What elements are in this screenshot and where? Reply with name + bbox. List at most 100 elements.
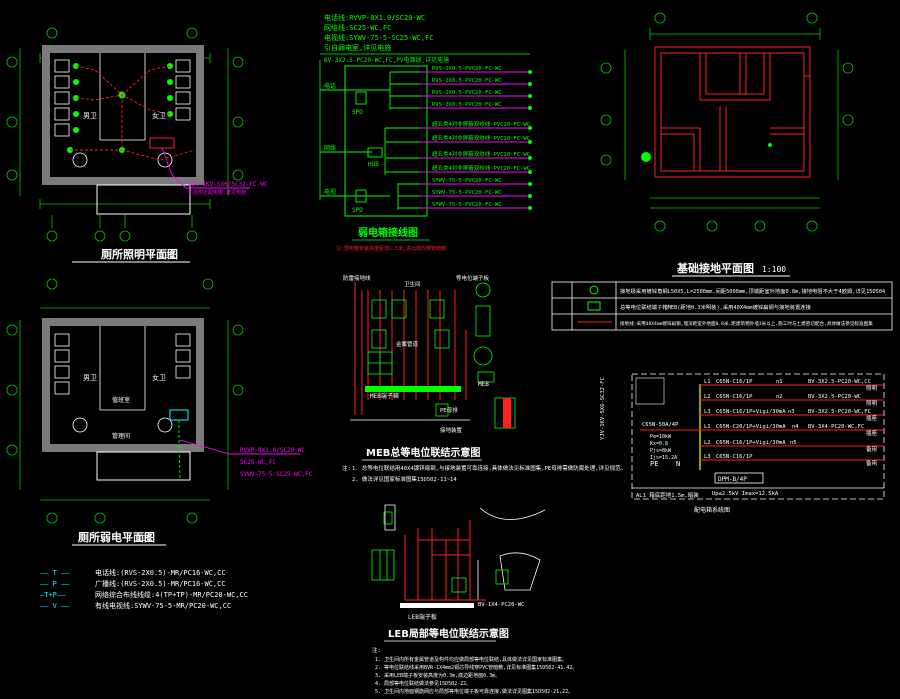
legend-sym-2: —— P —— — [40, 580, 70, 588]
net-line-3: 超五类4对非屏蔽双绞线-PVC20-FC-WC — [432, 150, 530, 158]
dist-feed-vertical: YJV-1KV-5X6-SC32-FC — [600, 377, 606, 440]
title-toilet-lighting-scale: 1:100 — [150, 251, 174, 260]
net-line-1: 超五类4对非屏蔽双绞线-PVC20-FC-WC — [432, 120, 530, 128]
dist-row-2-load: 照明 — [866, 400, 878, 407]
dist-spd-sub: Up≤2.5kV Imax=12.5kA — [712, 491, 779, 497]
toilet-lighting-plan: YJV-1KV-5X6/SC32-FC-WC 引自附近配电箱,详见电施 男卫 女… — [6, 27, 268, 263]
meb-label-terminal: 等电位端子板 — [456, 274, 490, 282]
meb-label-pe: PE母排 — [440, 406, 458, 414]
legend-sym-1: —— T —— — [40, 569, 70, 577]
dist-row-4-breaker: C65N-C20/1P+Vigi/30mA — [716, 424, 786, 430]
dist-row-4-cable: BV-3X4-PC20-WC,FC — [808, 424, 864, 430]
leb-note-2: 2. 等电位联结线采用BVR-1X4mm2铜芯导线穿PVC管暗敷,详见标准图集1… — [375, 664, 577, 671]
dist-spd: DPM-B/4P — [718, 476, 747, 483]
dist-row-1-load: 照明 — [866, 385, 878, 392]
dist-row-1-cable: BV-3X2.5-PC20-WC,CC — [808, 379, 871, 385]
leb-line-label: BV-1X4-PC20-WC — [478, 602, 524, 608]
room-label-men: 男卫 — [83, 112, 97, 120]
leb-note-4: 4. 局部等电位联结做法参见15D502-22。 — [375, 680, 471, 687]
dist-row-4-circuit: n4 — [792, 424, 799, 430]
meb-label-toilet: 卫生间 — [404, 280, 421, 288]
legend-text-1: 电话线:(RVS-2X0.5)-MR/PC16-WC,CC — [95, 568, 226, 577]
meb-label-ground: 接地装置 — [440, 426, 463, 434]
weak-header-1: 电话线:RVVP-8X1.0/SC20-WC — [324, 13, 425, 22]
dist-row-2-cable: BV-3X2.5-PC20-WC — [808, 394, 861, 400]
title-toilet-lighting: 厕所照明平面图 — [101, 247, 178, 261]
title-leb: LEB局部等电位联结示意图 — [388, 627, 509, 640]
title-weak-wiring: 弱电箱接线图 — [358, 226, 418, 239]
weak-header-2: 网络线:SC25-WC,FC — [324, 23, 391, 32]
dist-n: N — [676, 460, 680, 468]
leb-box-label: LEB端子板 — [408, 613, 437, 621]
weak-wiring-diagram: 电话线:RVVP-8X1.0/SC20-WC 网络线:SC25-WC,FC 电视… — [319, 13, 532, 252]
dist-row-5-id: L2 — [704, 440, 711, 446]
net-line-2: 超五类4对非屏蔽双绞线-PVC20-FC-WC — [432, 134, 530, 142]
dist-main-breaker: C65N-50A/4P — [642, 422, 679, 428]
title-distribution: 配电箱系统图 — [694, 506, 730, 514]
legend-text-2: 广播线:(RVS-2X0.5)-MR/PC16-WC,CC — [95, 579, 226, 588]
weak-room-women: 女卫 — [152, 373, 166, 382]
dist-param-4: Ijs=15.2A — [650, 455, 677, 461]
dist-box-note: AL1 箱底距地1.5m,暗装 — [636, 491, 699, 499]
dist-row-6-id: L3 — [704, 454, 711, 460]
leb-note-3: 3. 采用LEB端子板安装高度为0.3m,底边距地面0.3m。 — [375, 672, 500, 679]
weak-legend: —— T —— 电话线:(RVS-2X0.5)-MR/PC16-WC,CC ——… — [40, 568, 248, 610]
leb-note-0: 注: — [372, 646, 381, 654]
weak-wiring-note: 注:弱电箱安装高度距地1.5米,进出线均穿管暗敷 — [336, 245, 446, 252]
dist-row-5-load: 备用 — [866, 445, 877, 453]
legend-text-4: 有线电视线:SYWV-75-5-MR/PC20-WC,CC — [95, 601, 231, 610]
weak-room-mgmt: 管理间 — [112, 432, 130, 440]
lighting-feed-note: 引自附近配电箱,详见电施 — [188, 189, 246, 196]
net-line-4: 超五类4对非屏蔽双绞线-PVC20-FC-WC — [432, 164, 530, 172]
dist-row-5-circuit: n5 — [790, 440, 797, 446]
dist-row-4-id: L1 — [704, 424, 711, 430]
dist-row-6-load: 备用 — [866, 459, 877, 467]
dist-row-3-cable: BV-3X2.5-PC20-WC,FC — [808, 409, 871, 415]
distribution-system-diagram: YJV-1KV-5X6-SC32-FC C65N-50A/4P Pe=10kW … — [600, 373, 885, 514]
dist-row-3-circuit: n3 — [788, 409, 795, 415]
meb-label-meb: MEB — [478, 381, 489, 388]
leb-note-1: 1. 卫生间内所有金属管道及构件均应做局部等电位联结,具体做法详见国家标准图集。 — [375, 656, 567, 663]
lighting-feed-label: YJV-1KV-5X6/SC32-FC-WC — [188, 181, 268, 188]
meb-note-0: 注: — [342, 464, 351, 472]
dist-param-3: Pjs=8kW — [650, 448, 672, 454]
leb-diagram: LEB端子板 BV-1X4-PC20-WC LEB局部等电位联结示意图 注: 1… — [371, 504, 577, 695]
ground-legend-3: 接地线:采用40X4mm镀锌扁钢,埋深距室外地面0.8米,距建筑物外墙3米以上,… — [620, 320, 873, 327]
legend-sym-4: —— V —— — [40, 602, 70, 610]
device-hub: HUB — [368, 161, 379, 168]
meb-note-1: 1. 总等电位联结用40X4镀锌扁钢,与接地装置可靠连接,具体做法见标准图集,P… — [352, 464, 626, 472]
tv-line-1: SYWV-75-5-PVC20-FC-WC — [432, 178, 502, 184]
dist-row-3-breaker: C65N-C16/1P+Vigi/30mA — [716, 409, 786, 415]
phone-line-1: RVS-2X0.5-PVC20-FC-WC — [432, 66, 502, 72]
leb-note-5: 5. 卫生间内地面钢筋网应与局部等电位端子板可靠连接,做法详见图集15D502-… — [375, 688, 573, 695]
phone-line-3: RVS-2X0.5-PVC20-FC-WC — [432, 90, 502, 96]
device-spd-1: SPD — [352, 109, 363, 116]
left-label-tv: 电视 — [324, 188, 336, 196]
ground-legend-1: 接地极采用镀锌角钢L50X5,L=2500mm,间距5000mm,顶端距室外地面… — [620, 287, 885, 295]
weak-room-duty: 值班室 — [112, 396, 130, 404]
dist-row-1-circuit: n1 — [776, 379, 783, 385]
meb-label-pipe: 金属管道 — [396, 340, 419, 348]
meb-diagram: MEB端子箱 防雷接地线 卫生间 等电位端子板 MEB PE母排 金属管道 接地… — [342, 274, 626, 483]
meb-label-lightning: 防雷接地线 — [343, 274, 371, 282]
tv-line-2: SYWV-75-5-PVC20-FC-WC — [432, 190, 502, 196]
title-toilet-weak: 厕所弱电平面图 — [78, 530, 155, 544]
weak-room-men: 男卫 — [83, 374, 97, 382]
dist-pe: PE — [650, 460, 658, 468]
dist-row-1-id: L1 — [704, 379, 711, 385]
legend-text-3: 网络综合布线线缆:4(TP+TP)-MR/PC20-WC,CC — [95, 590, 248, 599]
dist-row-3-load: 插座 — [866, 414, 878, 422]
dist-param-1: Pe=10kW — [650, 434, 672, 440]
dist-row-2-circuit: n2 — [776, 394, 783, 400]
phone-line-4: RVS-2X0.5-PVC20-FC-WC — [432, 102, 502, 108]
meb-box-label: MEB端子箱 — [370, 392, 399, 400]
title-grounding-scale: 1:100 — [762, 265, 786, 274]
dist-row-6-breaker: C65N-C16/1P — [716, 454, 753, 460]
legend-sym-3: —T+P—— — [40, 591, 66, 599]
title-toilet-weak-scale: 1:100 — [127, 534, 151, 543]
grounding-plan: 基础接地平面图 1:100 接地极采用镀锌角钢L50X5,L=2500mm,间距… — [551, 12, 893, 331]
left-label-net: 网络 — [324, 144, 336, 152]
weak-feed-2: SC25-WC,FC — [240, 459, 277, 466]
